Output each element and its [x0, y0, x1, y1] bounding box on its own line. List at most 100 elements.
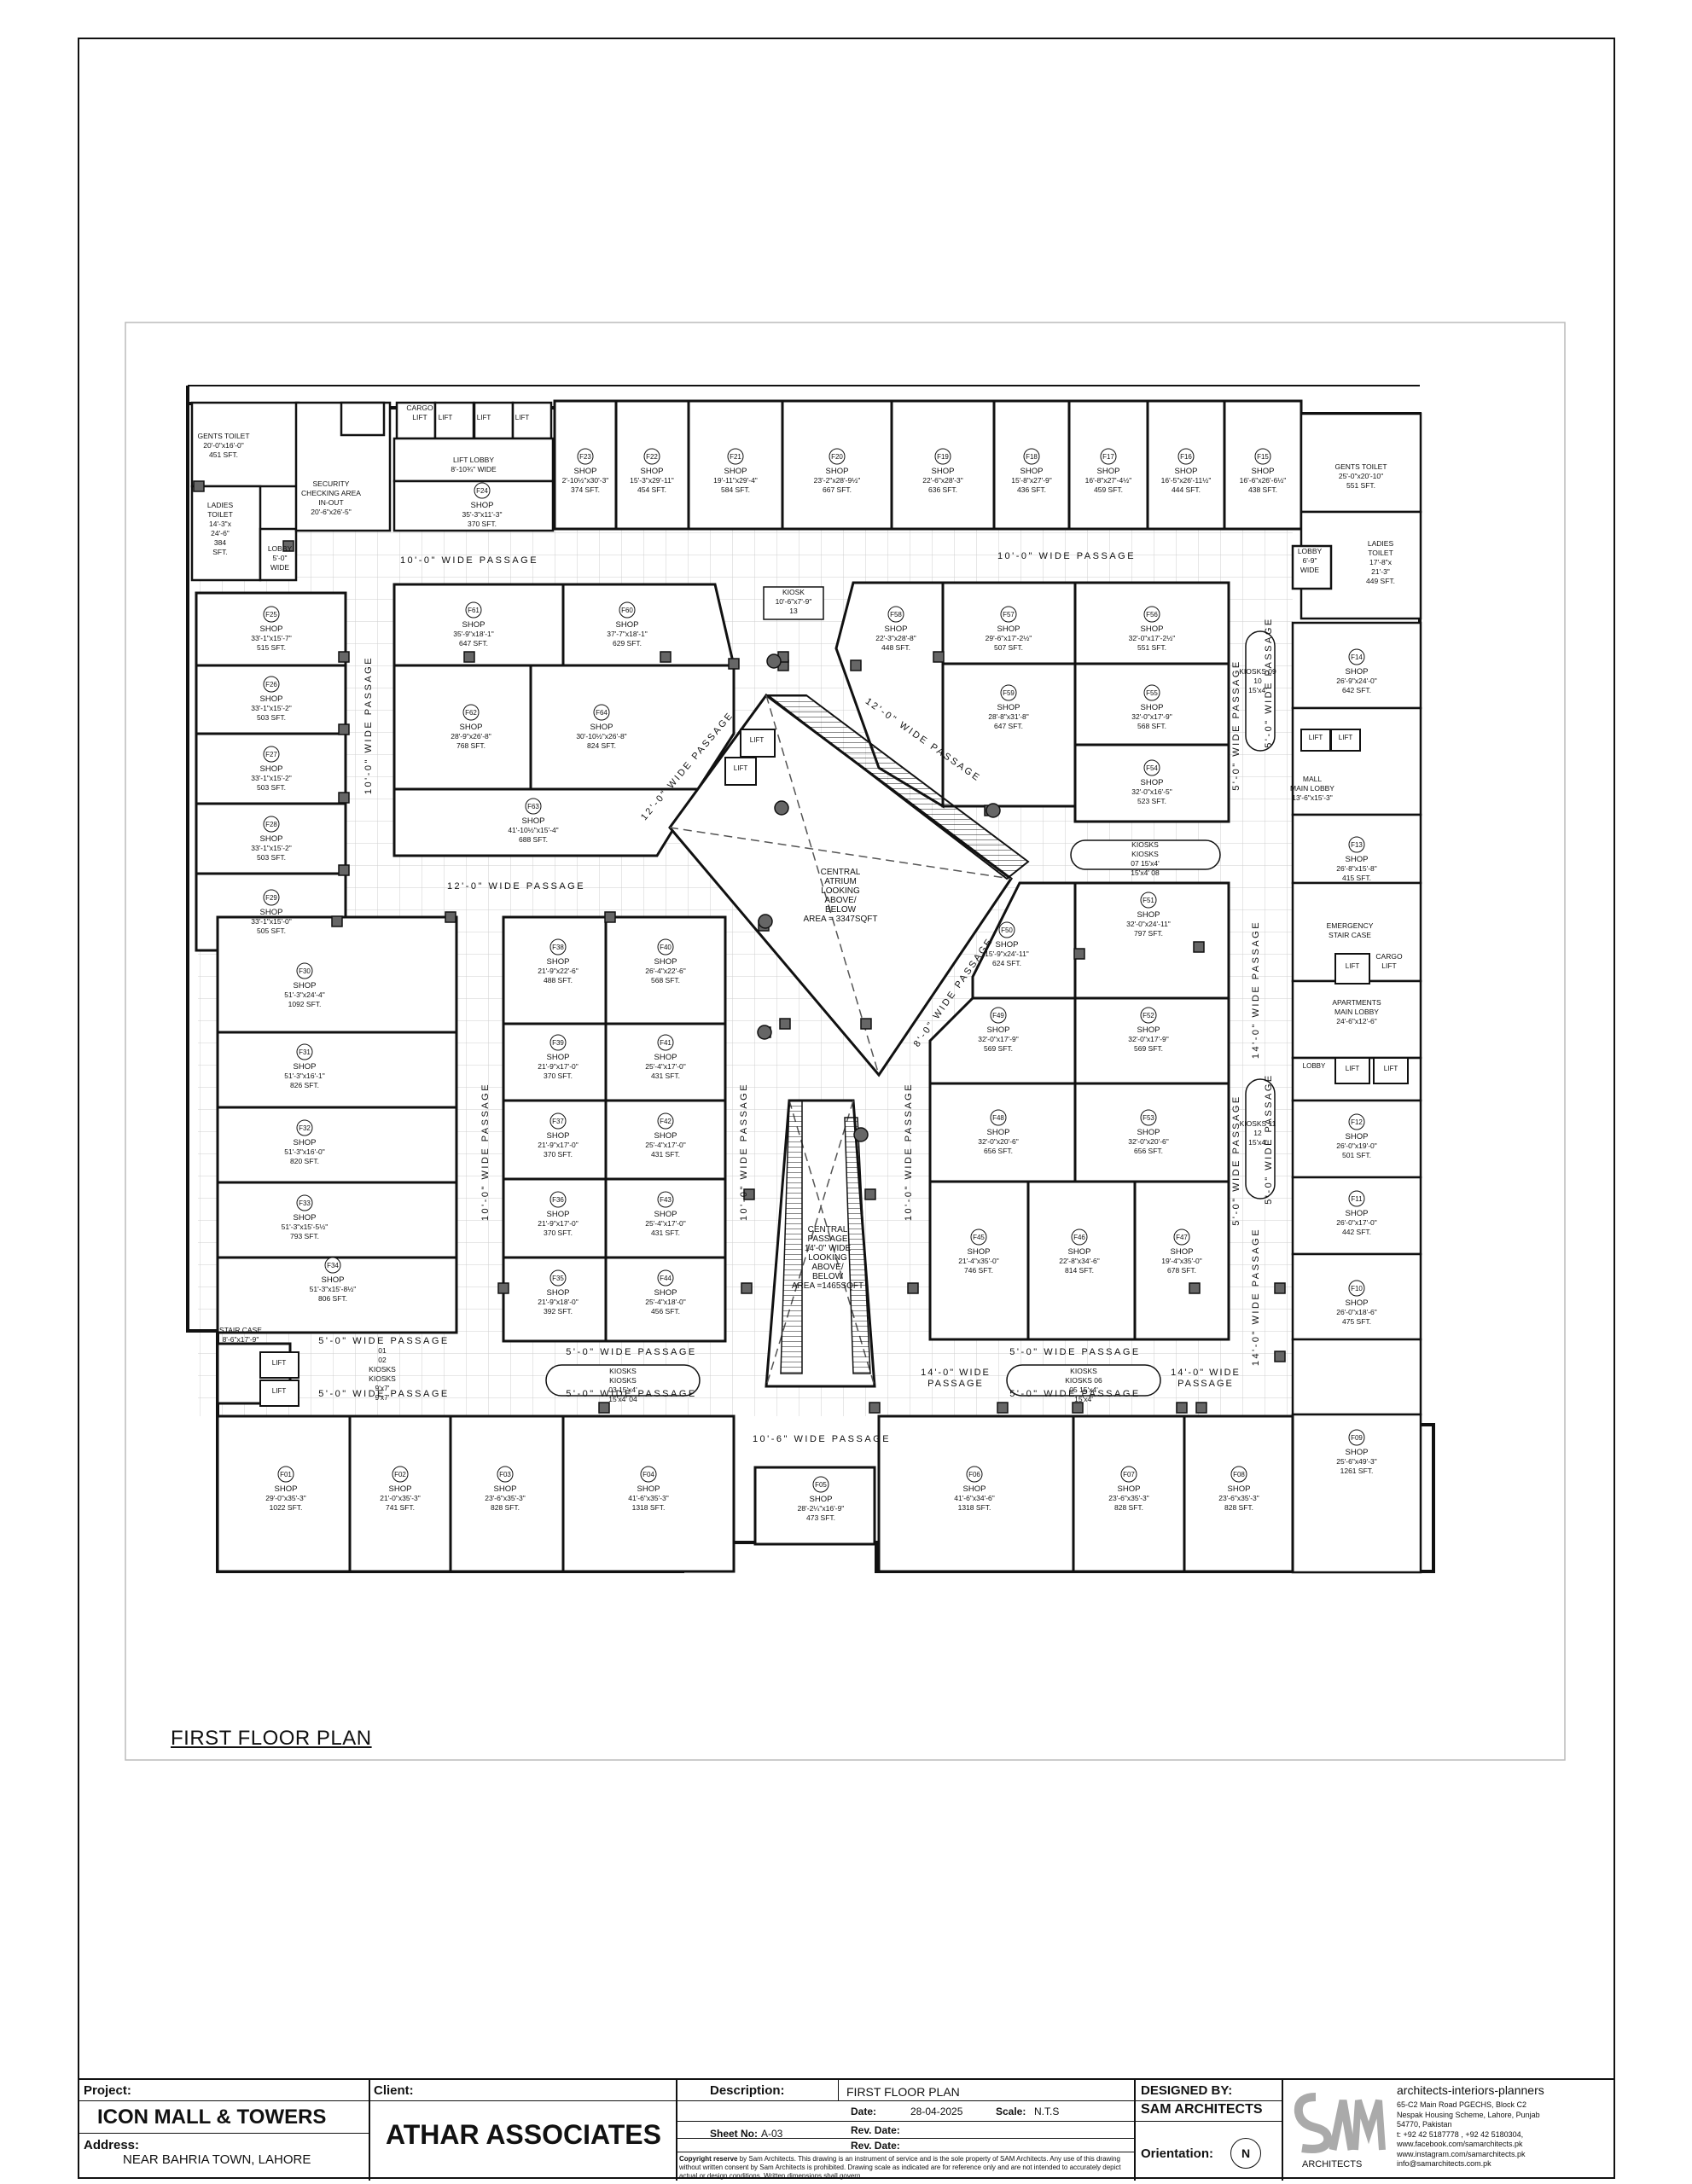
- shop-id: F09: [1351, 1434, 1363, 1442]
- shop-id: F12: [1351, 1118, 1363, 1126]
- passage-label: PASSAGE: [927, 1379, 984, 1389]
- shop-dims: 26'-0"x18'-6": [1336, 1308, 1377, 1316]
- shop-word: SHOP: [1118, 1484, 1141, 1494]
- shop-area: 814 SFT.: [1065, 1266, 1094, 1275]
- shop-word: SHOP: [547, 1131, 570, 1141]
- firm-address: 65-C2 Main Road PGECHS, Block C2 Nespak …: [1397, 2100, 1540, 2169]
- room-label-line: 384: [214, 538, 226, 547]
- column-marker: [997, 1402, 1009, 1414]
- shop-id: F41: [660, 1039, 672, 1047]
- shop-area: 741 SFT.: [386, 1503, 415, 1512]
- room-label-line: 15'x4': [1248, 1138, 1267, 1147]
- copyright-bold: Copyright reserve: [679, 2155, 738, 2163]
- shop-id: F38: [552, 944, 564, 951]
- shop-dims: 15'-9"x24'-11": [985, 950, 1029, 958]
- client-label: Client:: [374, 2083, 414, 2098]
- shop-id: F53: [1143, 1114, 1154, 1122]
- shop-word: SHOP: [322, 1275, 345, 1285]
- shop-area: 820 SFT.: [290, 1157, 319, 1165]
- room-label-line: MAIN LOBBY: [1290, 784, 1334, 793]
- shop-id: F43: [660, 1196, 672, 1204]
- round-column: [757, 1025, 772, 1040]
- column-marker: [1073, 948, 1085, 960]
- column-marker: [1189, 1282, 1201, 1294]
- room-label-line: 10: [1253, 677, 1262, 685]
- shop-dims: 23'-2"x28'-9½": [814, 476, 861, 485]
- lift-label: LIFT: [1346, 1065, 1360, 1072]
- shop-tag-icon: [1143, 684, 1160, 701]
- shop-dims: 32'-0"x20'-6": [978, 1137, 1019, 1146]
- shop-tag-icon: [577, 448, 594, 465]
- shop-word: SHOP: [574, 467, 597, 476]
- room-label-line: GENTS TOILET: [197, 432, 249, 440]
- shop-dims: 21'-9"x17'-0": [538, 1219, 579, 1228]
- shop-word: SHOP: [724, 467, 747, 476]
- shop-dims: 16'-6"x26'-6½": [1240, 476, 1287, 485]
- shop-dims: 41'-10½"x15'-4": [508, 826, 558, 834]
- shop-dims: 33'-1"x15'-2": [251, 774, 292, 782]
- passage-label: 5'-0" WIDE PASSAGE: [566, 1389, 697, 1399]
- lift-label: LIFT: [272, 1359, 287, 1367]
- shop-tag-icon: [263, 606, 280, 623]
- lift-label: LIFT: [750, 736, 765, 744]
- shop-id: F58: [890, 611, 902, 619]
- shop-id: F44: [660, 1275, 672, 1282]
- shop-tag-icon: [1140, 892, 1157, 909]
- lift-label: LIFT: [1339, 734, 1353, 741]
- bottom-left-lifts: [259, 1351, 299, 1407]
- shop-word: SHOP: [294, 1062, 317, 1072]
- column-marker: [497, 1282, 509, 1294]
- shop-area: 746 SFT.: [964, 1266, 993, 1275]
- shop-area: 678 SFT.: [1167, 1266, 1196, 1275]
- shop-tag-icon: [549, 1034, 567, 1051]
- shop-area: 828 SFT.: [1114, 1503, 1143, 1512]
- shop-area: 568 SFT.: [651, 976, 680, 985]
- shop-id: F45: [973, 1234, 985, 1241]
- lift-label: LIFT: [1346, 962, 1360, 970]
- shop-area: 1318 SFT.: [632, 1503, 666, 1512]
- passage-label: 5'-0" WIDE PASSAGE: [1231, 659, 1241, 791]
- firm-line: www.instagram.com/samarchitects.pk: [1397, 2149, 1526, 2158]
- shop-tag-icon: [296, 1119, 313, 1136]
- shop-tag-icon: [1348, 1113, 1365, 1130]
- sam-logo-icon: ARCHITECTS: [1294, 2093, 1386, 2169]
- shop-word: SHOP: [1068, 1247, 1091, 1257]
- shop-tag-icon: [1140, 1007, 1157, 1024]
- shop-id: F05: [815, 1481, 827, 1489]
- shop-dims: 23'-6"x35'-3": [485, 1494, 526, 1502]
- room-label-line: LIFT: [1381, 961, 1396, 970]
- shop-dims: 15'-8"x27'-9": [1011, 476, 1052, 485]
- shop-dims: 51'-3"x15'-5½": [282, 1223, 329, 1231]
- shop-id: F48: [992, 1114, 1004, 1122]
- shop-dims: 21'-9"x18'-0": [538, 1298, 579, 1306]
- room-label-line: ATRIUM: [824, 877, 857, 886]
- north-letter: N: [1241, 2146, 1251, 2160]
- shop-word: SHOP: [389, 1484, 412, 1494]
- shop-tag-icon: [640, 1466, 657, 1483]
- shop-tag-icon: [549, 1191, 567, 1208]
- round-column: [774, 800, 789, 816]
- room-label-line: STAIR CASE: [219, 1326, 262, 1334]
- lobby-small-label: LOBBY: [1303, 1062, 1326, 1070]
- shop-tag-icon: [657, 1112, 674, 1130]
- passage-label: 5'-0" WIDE PASSAGE: [318, 1336, 450, 1346]
- lift-label: LIFT: [439, 414, 453, 421]
- passage-label: 10'-0" WIDE PASSAGE: [400, 555, 538, 566]
- shop-word: SHOP: [968, 1247, 991, 1257]
- shop-dims: 21'-4"x35'-0": [958, 1257, 999, 1265]
- column-marker: [741, 1282, 753, 1294]
- room-label-line: KIOSKS 06: [1065, 1376, 1102, 1385]
